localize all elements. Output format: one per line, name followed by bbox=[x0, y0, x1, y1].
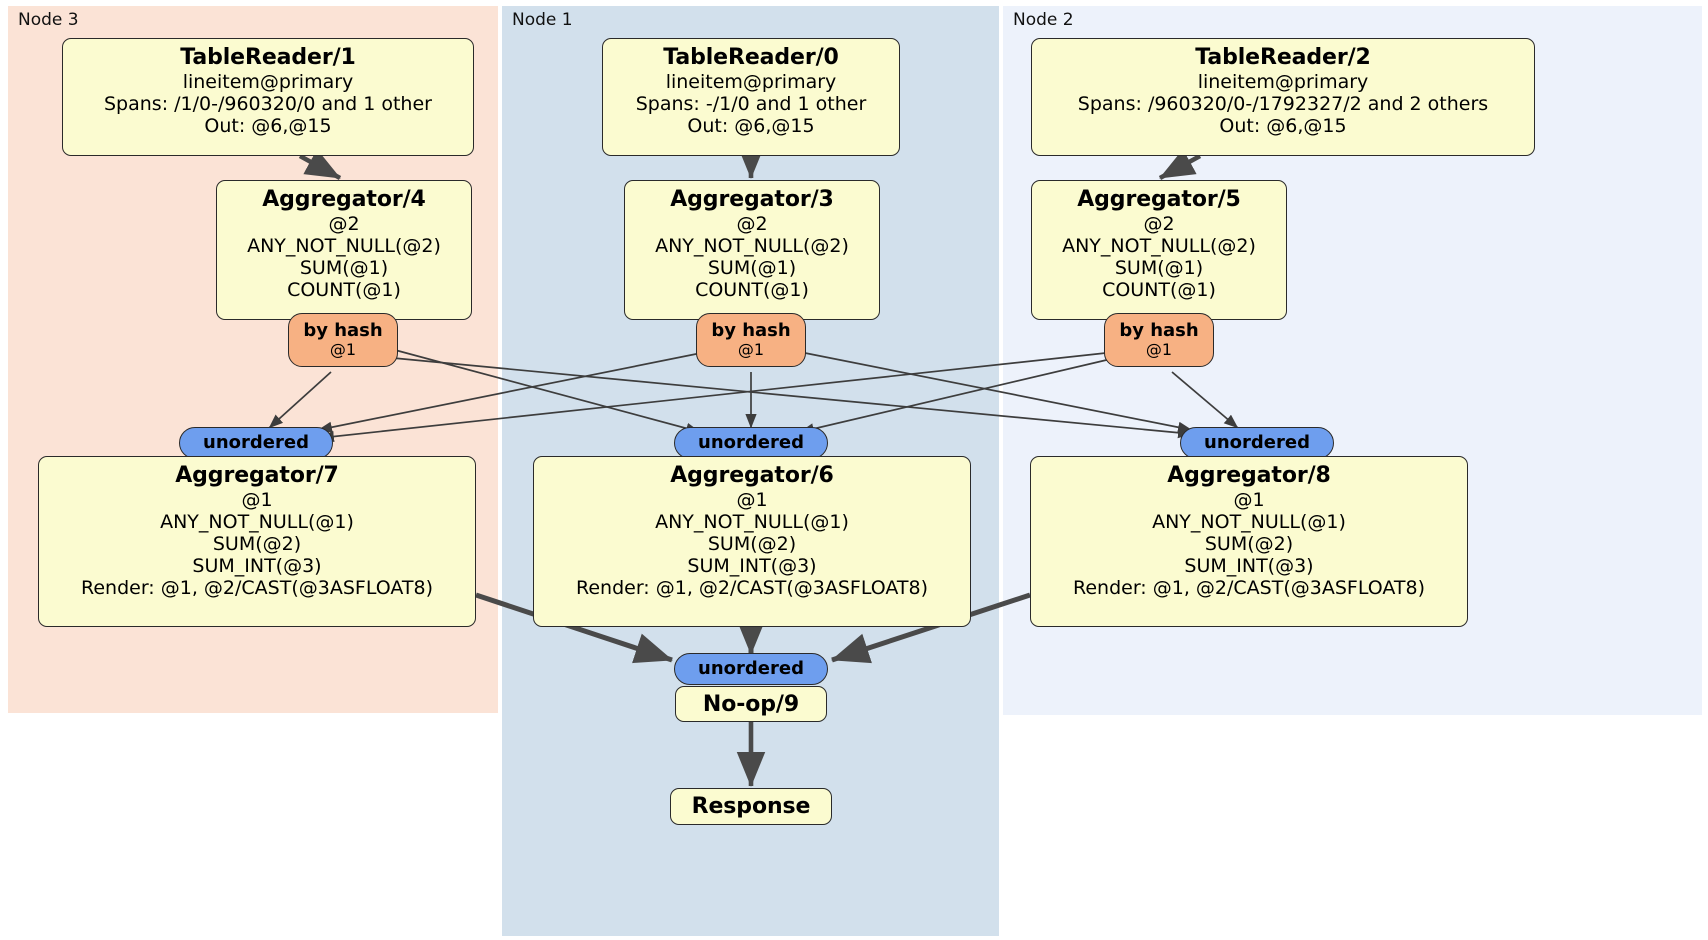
input-sync-unordered-right[interactable]: unordered bbox=[1180, 427, 1334, 459]
processor-title: Aggregator/8 bbox=[1167, 463, 1331, 488]
processor-title: Aggregator/5 bbox=[1077, 187, 1241, 212]
sync-label: unordered bbox=[698, 432, 804, 454]
processor-title: Aggregator/3 bbox=[670, 187, 834, 212]
processor-line: SUM(@1) bbox=[707, 256, 797, 279]
processor-title: TableReader/1 bbox=[180, 45, 356, 70]
region-node-2-label: Node 2 bbox=[1013, 10, 1074, 30]
processor-line: Render: @1, @2/CAST(@3ASFLOAT8) bbox=[81, 577, 433, 600]
processor-title: TableReader/2 bbox=[1195, 45, 1371, 70]
router-sublabel: @1 bbox=[737, 340, 765, 360]
processor-title: No-op/9 bbox=[702, 692, 800, 717]
input-sync-unordered-left[interactable]: unordered bbox=[179, 427, 333, 459]
processor-title: TableReader/0 bbox=[663, 45, 839, 70]
processor-aggregator-7[interactable]: Aggregator/7 @1 ANY_NOT_NULL(@1) SUM(@2)… bbox=[38, 456, 476, 627]
processor-line: SUM(@2) bbox=[707, 532, 797, 555]
sync-label: unordered bbox=[1204, 432, 1310, 454]
processor-line: SUM(@1) bbox=[1114, 256, 1204, 279]
processor-aggregator-4[interactable]: Aggregator/4 @2 ANY_NOT_NULL(@2) SUM(@1)… bbox=[216, 180, 472, 320]
processor-line: @2 bbox=[1143, 212, 1175, 235]
processor-line: @1 bbox=[1233, 488, 1265, 511]
processor-noop-9[interactable]: No-op/9 bbox=[675, 686, 827, 722]
input-sync-unordered-final[interactable]: unordered bbox=[674, 653, 828, 685]
processor-tablereader-0[interactable]: TableReader/0 lineitem@primary Spans: -/… bbox=[602, 38, 900, 156]
processor-title: Aggregator/6 bbox=[670, 463, 834, 488]
processor-aggregator-3[interactable]: Aggregator/3 @2 ANY_NOT_NULL(@2) SUM(@1)… bbox=[624, 180, 880, 320]
processor-line: Out: @6,@15 bbox=[687, 114, 815, 137]
processor-line: SUM(@2) bbox=[212, 532, 302, 555]
output-router-by-hash-right[interactable]: by hash @1 bbox=[1104, 313, 1214, 367]
processor-line: COUNT(@1) bbox=[695, 279, 809, 302]
processor-line: @2 bbox=[328, 212, 360, 235]
processor-line: SUM(@1) bbox=[299, 256, 389, 279]
router-sublabel: @1 bbox=[1145, 340, 1173, 360]
processor-line: SUM_INT(@3) bbox=[687, 555, 817, 578]
processor-title: Aggregator/4 bbox=[262, 187, 426, 212]
processor-line: @1 bbox=[736, 488, 768, 511]
processor-line: SUM_INT(@3) bbox=[192, 555, 322, 578]
router-label: by hash bbox=[711, 320, 791, 342]
processor-title: Response bbox=[691, 794, 811, 819]
processor-line: ANY_NOT_NULL(@2) bbox=[655, 234, 849, 257]
processor-line: ANY_NOT_NULL(@1) bbox=[1152, 510, 1346, 533]
region-node-1-label: Node 1 bbox=[512, 10, 573, 30]
router-label: by hash bbox=[1119, 320, 1199, 342]
processor-line: SUM(@2) bbox=[1204, 532, 1294, 555]
processor-line: COUNT(@1) bbox=[287, 279, 401, 302]
processor-line: @1 bbox=[241, 488, 273, 511]
processor-line: Out: @6,@15 bbox=[204, 114, 332, 137]
processor-line: SUM_INT(@3) bbox=[1184, 555, 1314, 578]
input-sync-unordered-middle[interactable]: unordered bbox=[674, 427, 828, 459]
processor-line: Render: @1, @2/CAST(@3ASFLOAT8) bbox=[1073, 577, 1425, 600]
sync-label: unordered bbox=[203, 432, 309, 454]
processor-line: Spans: /960320/0-/1792327/2 and 2 others bbox=[1077, 92, 1489, 115]
sync-label: unordered bbox=[698, 658, 804, 680]
router-sublabel: @1 bbox=[329, 340, 357, 360]
processor-line: lineitem@primary bbox=[665, 70, 837, 93]
processor-response[interactable]: Response bbox=[670, 788, 832, 825]
processor-line: COUNT(@1) bbox=[1102, 279, 1216, 302]
processor-line: Render: @1, @2/CAST(@3ASFLOAT8) bbox=[576, 577, 928, 600]
processor-line: Out: @6,@15 bbox=[1219, 114, 1347, 137]
processor-line: ANY_NOT_NULL(@2) bbox=[247, 234, 441, 257]
processor-tablereader-2[interactable]: TableReader/2 lineitem@primary Spans: /9… bbox=[1031, 38, 1535, 156]
processor-line: lineitem@primary bbox=[1197, 70, 1369, 93]
processor-tablereader-1[interactable]: TableReader/1 lineitem@primary Spans: /1… bbox=[62, 38, 474, 156]
processor-line: lineitem@primary bbox=[182, 70, 354, 93]
output-router-by-hash-middle[interactable]: by hash @1 bbox=[696, 313, 806, 367]
router-label: by hash bbox=[303, 320, 383, 342]
region-node-3-label: Node 3 bbox=[18, 10, 79, 30]
processor-aggregator-6[interactable]: Aggregator/6 @1 ANY_NOT_NULL(@1) SUM(@2)… bbox=[533, 456, 971, 627]
processor-line: Spans: /1/0-/960320/0 and 1 other bbox=[104, 92, 432, 115]
processor-line: ANY_NOT_NULL(@1) bbox=[160, 510, 354, 533]
processor-line: ANY_NOT_NULL(@1) bbox=[655, 510, 849, 533]
processor-line: Spans: -/1/0 and 1 other bbox=[635, 92, 867, 115]
processor-line: ANY_NOT_NULL(@2) bbox=[1062, 234, 1256, 257]
processor-aggregator-5[interactable]: Aggregator/5 @2 ANY_NOT_NULL(@2) SUM(@1)… bbox=[1031, 180, 1287, 320]
processor-aggregator-8[interactable]: Aggregator/8 @1 ANY_NOT_NULL(@1) SUM(@2)… bbox=[1030, 456, 1468, 627]
processor-line: @2 bbox=[736, 212, 768, 235]
output-router-by-hash-left[interactable]: by hash @1 bbox=[288, 313, 398, 367]
processor-title: Aggregator/7 bbox=[175, 463, 339, 488]
